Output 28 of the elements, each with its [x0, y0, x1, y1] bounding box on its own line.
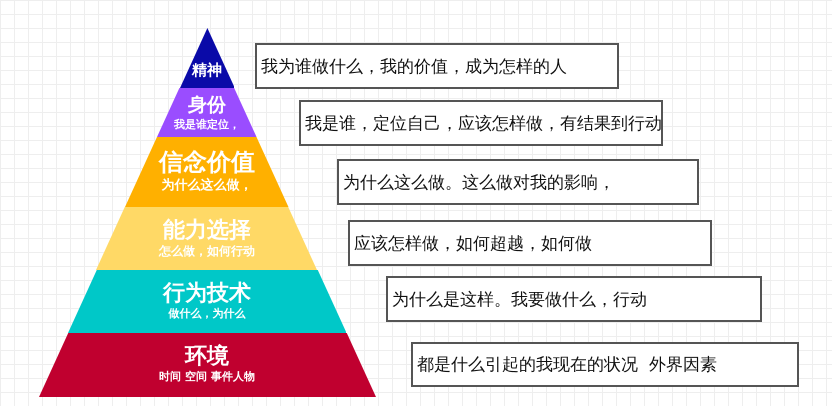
tier-title: 行为技术 [162, 280, 252, 308]
description-text: 我是谁，定位自己，应该怎样做，有结果到行动 [305, 112, 662, 134]
pyramid-tier [68, 270, 346, 333]
tier-subtitle: 我是谁定位， [172, 116, 241, 132]
pyramid-tier [125, 137, 289, 207]
description-box [255, 43, 619, 89]
pyramid-tier [38, 333, 376, 397]
tier-title: 精神 [190, 61, 223, 80]
description-text: 为什么是这样。我要做什么，行动 [392, 288, 647, 310]
tier-subtitle: 做什么，为什么 [167, 306, 246, 320]
description-text: 我为谁做什么，我的价值，成为怎样的人 [261, 56, 567, 78]
description-box [348, 220, 712, 266]
description-box [411, 342, 799, 387]
tier-title: 能力选择 [162, 216, 252, 244]
tier-subtitle: 怎么做，如何行动 [158, 242, 256, 260]
tier-title: 信念价值 [157, 147, 256, 178]
pyramid-tier [96, 207, 318, 270]
description-box [299, 100, 663, 146]
description-text: 都是什么引起的我现在的状况 外界因素 [417, 354, 717, 376]
description-text: 应该怎样做，如何超越，如何做 [354, 232, 592, 254]
pyramid-tier [180, 28, 234, 88]
tier-title: 环境 [183, 342, 230, 370]
description-text: 为什么这么做。这么做对我的影响， [343, 172, 615, 194]
description-box [386, 276, 762, 322]
tier-subtitle: 为什么这么做， [160, 176, 254, 194]
tier-subtitle: 时间 空间 事件人物 [158, 369, 256, 384]
tier-title: 身份 [186, 92, 227, 118]
description-box [337, 159, 699, 205]
